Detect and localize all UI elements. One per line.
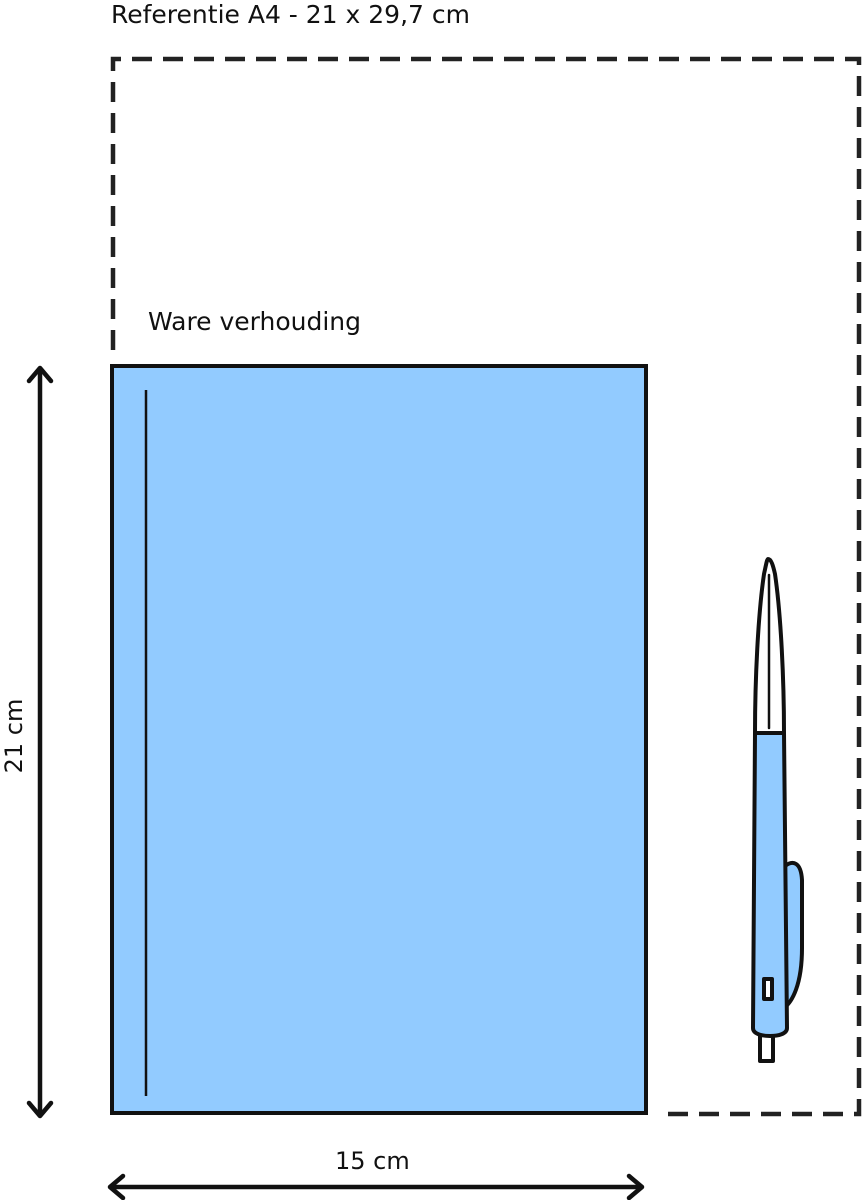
pen-icon — [751, 557, 804, 1063]
width-dimension-label: 15 cm — [335, 1147, 410, 1175]
double-arrow-horizontal-icon — [107, 1173, 645, 1200]
a4-reference-label: Referentie A4 - 21 x 29,7 cm — [111, 0, 470, 29]
double-arrow-vertical-icon — [26, 365, 54, 1119]
notebook-rectangle — [110, 364, 648, 1115]
height-dimension-label: 21 cm — [0, 698, 28, 774]
true-proportion-label: Ware verhouding — [148, 307, 362, 336]
a4-reference-outline — [110, 56, 862, 1117]
